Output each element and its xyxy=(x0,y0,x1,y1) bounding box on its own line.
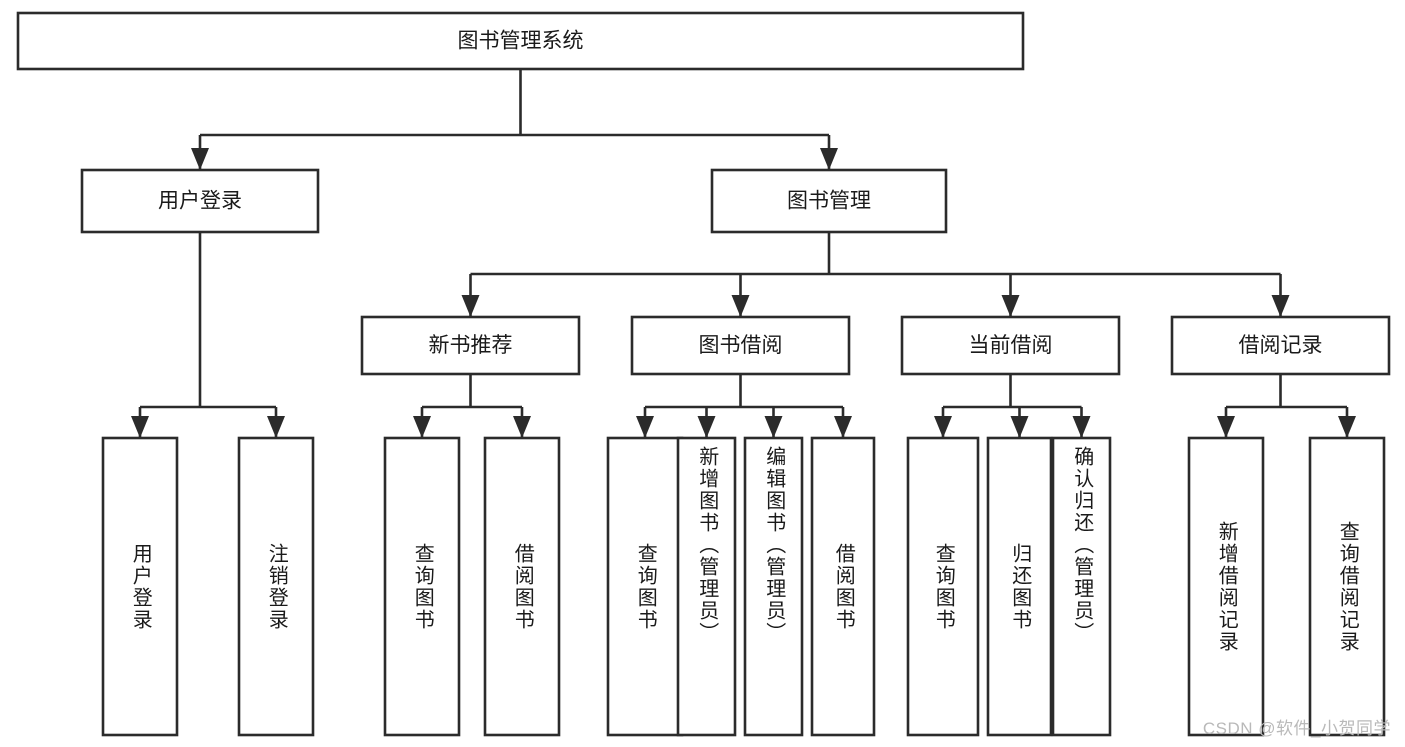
level2-node-label-1: 图书管理 xyxy=(787,190,871,213)
root-node-label: 图书管理系统 xyxy=(458,30,584,53)
node-box-leaf-2[interactable] xyxy=(383,436,461,737)
node-box-leaf-6[interactable] xyxy=(743,436,804,737)
arrow-down-leaf-8 xyxy=(934,416,952,438)
arrow-down-level3-0 xyxy=(461,295,480,317)
csdn-watermark: CSDN @软件_小贺同学 xyxy=(1202,719,1391,738)
node-boxes xyxy=(16,11,1391,737)
arrow-down-leaf-1 xyxy=(267,416,285,438)
arrow-down-level2-1 xyxy=(820,148,838,170)
arrow-down-leaf-2 xyxy=(413,416,431,438)
node-box-root[interactable] xyxy=(16,11,1025,71)
level3-node-label-0: 新书推荐 xyxy=(429,334,513,357)
arrow-down-level3-2 xyxy=(1001,295,1020,317)
arrow-down-leaf-9 xyxy=(1010,416,1029,438)
node-box-leaf-11[interactable] xyxy=(1187,436,1265,737)
node-box-leaf-9[interactable] xyxy=(986,436,1053,737)
node-box-leaf-0[interactable] xyxy=(101,436,179,737)
arrow-down-leaf-0 xyxy=(131,416,149,438)
node-box-level2-0[interactable] xyxy=(80,168,320,234)
arrow-down-leaf-12 xyxy=(1338,416,1356,438)
node-box-leaf-10[interactable] xyxy=(1051,436,1112,737)
node-box-level3-1[interactable] xyxy=(630,315,851,376)
arrow-down-leaf-6 xyxy=(764,416,783,438)
node-box-level3-2[interactable] xyxy=(900,315,1121,376)
level3-node-label-2: 当前借阅 xyxy=(969,334,1053,357)
level3-node-label-3: 借阅记录 xyxy=(1239,334,1323,357)
node-box-leaf-1[interactable] xyxy=(237,436,315,737)
arrow-down-leaf-11 xyxy=(1217,416,1235,438)
arrow-down-leaf-5 xyxy=(697,416,716,438)
arrow-down-leaf-4 xyxy=(636,416,654,438)
connector-lines xyxy=(131,69,1356,438)
node-box-level2-1[interactable] xyxy=(710,168,948,234)
arrow-down-leaf-10 xyxy=(1072,416,1091,438)
level2-node-label-0: 用户登录 xyxy=(158,190,242,213)
arrow-down-leaf-3 xyxy=(513,416,531,438)
node-box-leaf-12[interactable] xyxy=(1308,436,1386,737)
node-box-leaf-5[interactable] xyxy=(676,436,737,737)
arrow-down-level3-3 xyxy=(1271,295,1290,317)
node-box-leaf-7[interactable] xyxy=(810,436,876,737)
node-box-leaf-3[interactable] xyxy=(483,436,561,737)
level3-node-label-1: 图书借阅 xyxy=(699,334,783,357)
node-box-level3-3[interactable] xyxy=(1170,315,1391,376)
node-box-leaf-4[interactable] xyxy=(606,436,684,737)
arrow-down-leaf-7 xyxy=(834,416,852,438)
arrow-down-level3-1 xyxy=(731,295,750,317)
node-box-level3-0[interactable] xyxy=(360,315,581,376)
node-box-leaf-8[interactable] xyxy=(906,436,980,737)
arrow-down-level2-0 xyxy=(191,148,209,170)
